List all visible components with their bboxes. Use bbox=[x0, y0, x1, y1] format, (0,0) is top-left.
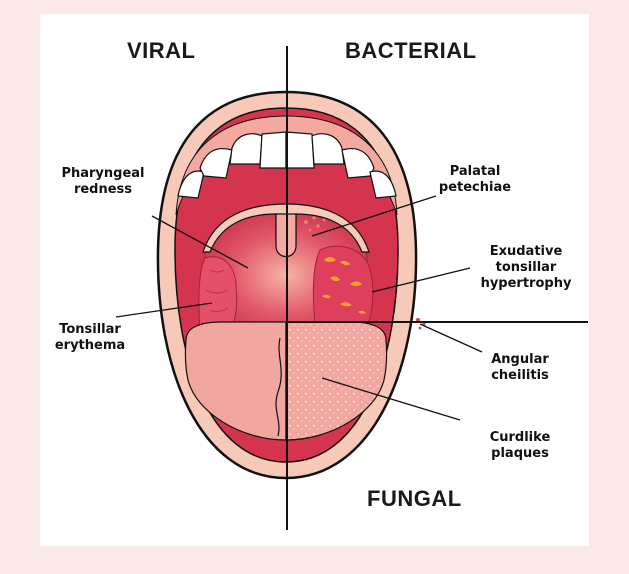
bacterial-header: BACTERIAL bbox=[345, 38, 477, 64]
label-pharyngeal-redness: Pharyngeal redness bbox=[48, 166, 158, 198]
viral-header: VIRAL bbox=[127, 38, 196, 64]
label-palatal-petechiae: Palatal petechiae bbox=[432, 164, 518, 196]
label-angular-cheilitis: Angular cheilitis bbox=[476, 352, 564, 384]
label-curdlike-plaques: Curdlike plaques bbox=[476, 430, 564, 462]
label-exudative-tonsillar-hypertrophy: Exudative tonsillar hypertrophy bbox=[470, 244, 582, 292]
label-tonsillar-erythema: Tonsillar erythema bbox=[48, 322, 132, 354]
right-tonsil bbox=[313, 246, 373, 330]
fungal-header: FUNGAL bbox=[367, 486, 462, 512]
